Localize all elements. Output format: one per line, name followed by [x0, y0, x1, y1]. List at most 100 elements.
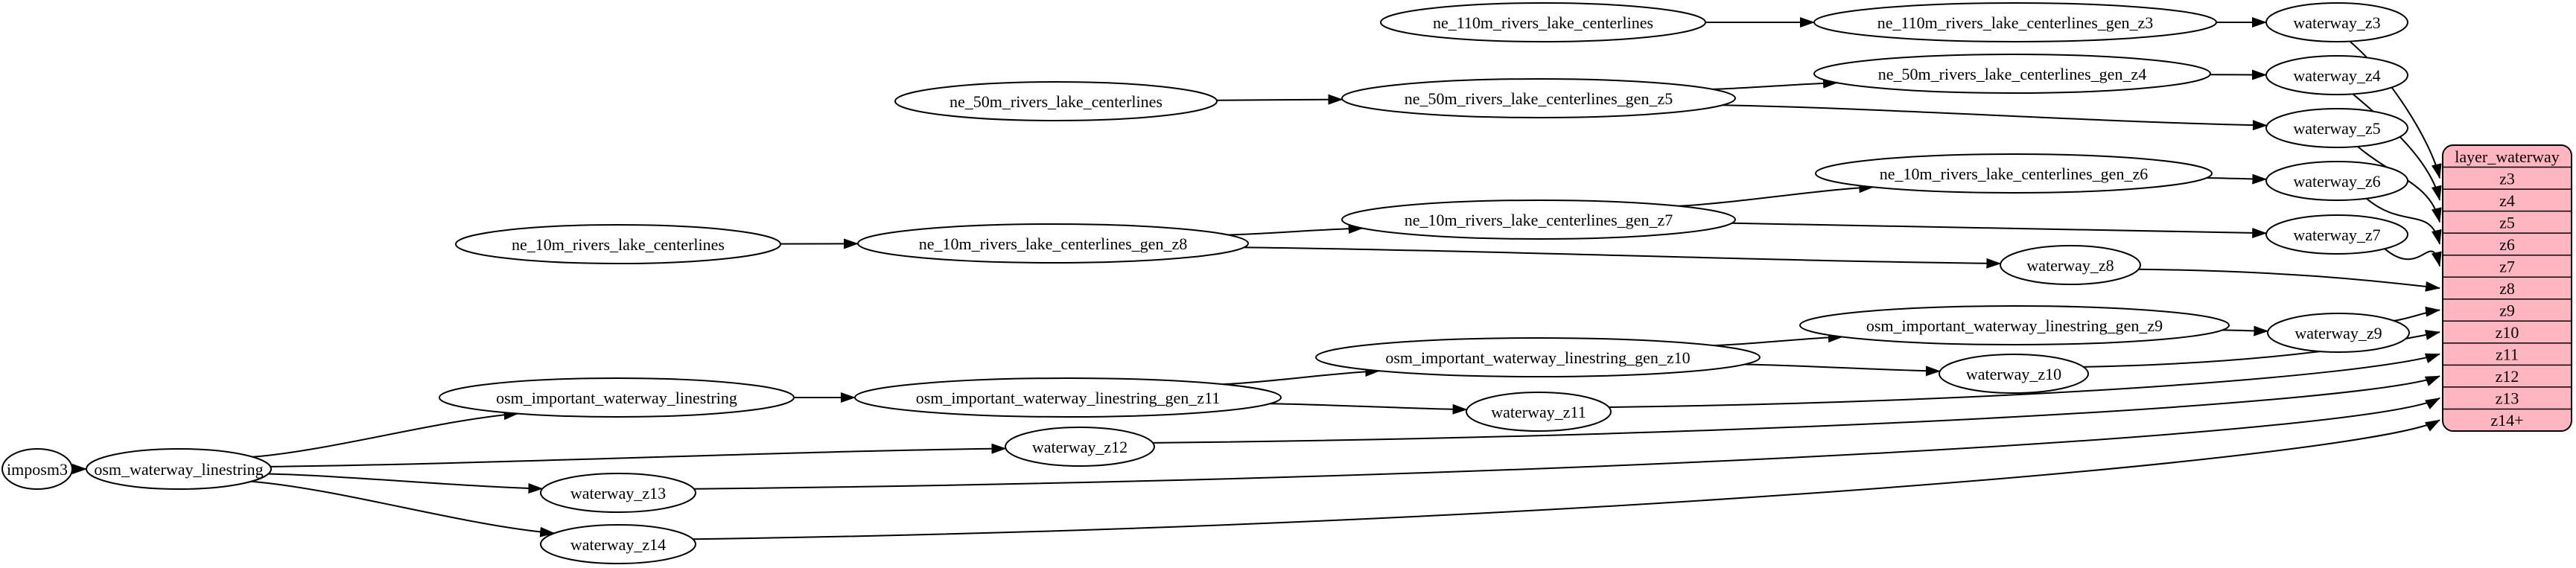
node-osm-important-waterway-linestring-gen-z9: osm_important_waterway_linestring_gen_z9	[1799, 305, 2230, 345]
edge-waterway_z13-to-layer-waterway-z13	[693, 397, 2440, 490]
node-label: waterway_z14	[570, 535, 666, 554]
node-ellipse	[1, 448, 73, 490]
table-row-z11: z11	[2496, 345, 2519, 364]
node-waterway-z4: waterway_z4	[2265, 55, 2408, 95]
table-background	[2442, 144, 2572, 432]
node-ellipse	[540, 473, 696, 513]
edge-waterway_z8-to-layer-waterway-z8	[2138, 268, 2440, 292]
node-ellipse	[1815, 153, 2213, 194]
edge-osm_important_waterway_linestring_gen_z9-to-waterway_z9	[2222, 325, 2269, 336]
table-row-z7: z7	[2499, 257, 2515, 275]
edge-ne_10m_rivers_lake_centerlines_gen_z6-to-waterway_z6	[2206, 173, 2268, 185]
edge-osm_waterway_linestring-to-waterway_z14	[251, 480, 556, 537]
node-ellipse	[2267, 313, 2410, 353]
node-ellipse	[1380, 2, 1706, 42]
edge-osm_waterway_linestring-to-waterway_z13	[268, 473, 544, 494]
node-ellipse	[1341, 78, 1736, 118]
node-layer: imposm3 osm_waterway_linestring ne_110m_ri…	[1, 2, 2410, 564]
node-ne-10m-rivers-lake-centerlines-gen-z8: ne_10m_rivers_lake_centerlines_gen_z8	[857, 223, 1249, 264]
node-ellipse	[2265, 2, 2408, 42]
node-label: osm_important_waterway_linestring_gen_z9	[1866, 316, 2163, 335]
node-label: ne_50m_rivers_lake_centerlines	[950, 92, 1163, 111]
node-ellipse	[439, 377, 795, 418]
node-waterway-z13: waterway_z13	[540, 473, 696, 513]
edge-waterway_z3-to-layer-waterway-z3	[2349, 40, 2442, 179]
table-row-z14plus: z14+	[2490, 411, 2523, 430]
node-ellipse	[86, 448, 272, 490]
node-ne-50m-rivers-lake-centerlines-gen-z5: ne_50m_rivers_lake_centerlines_gen_z5	[1341, 78, 1736, 118]
edge-waterway_z6-to-layer-waterway-z6	[2365, 197, 2442, 245]
node-ellipse	[2265, 55, 2408, 95]
edge-osm_important_waterway_linestring_gen_z11-to-waterway_z11	[1270, 403, 1468, 415]
table-title: layer_waterway	[2455, 147, 2559, 166]
node-label: waterway_z13	[570, 484, 666, 502]
node-label: ne_110m_rivers_lake_centerlines	[1433, 13, 1653, 32]
node-label: ne_50m_rivers_lake_centerlines_gen_z5	[1405, 89, 1673, 108]
node-label: ne_10m_rivers_lake_centerlines_gen_z6	[1880, 165, 2148, 183]
edge-osm_waterway_linestring-to-osm_important_waterway_linestring	[252, 409, 519, 458]
edge-osm_important_waterway_linestring_gen_z10-to-osm_important_waterway_linestring_gen_z9	[1714, 332, 1843, 347]
node-label: waterway_z11	[1491, 403, 1586, 421]
node-ellipse	[1315, 337, 1761, 377]
edge-ne_10m_rivers_lake_centerlines_gen_z7-to-waterway_z7	[1731, 222, 2268, 239]
edge-waterway_z14-to-layer-waterway-z14+	[693, 419, 2440, 540]
node-ellipse	[1813, 2, 2217, 42]
node-waterway-z5: waterway_z5	[2265, 108, 2408, 148]
edge-waterway_z4-to-layer-waterway-z4	[2352, 93, 2442, 201]
edge-layer	[72, 17, 2442, 540]
table-row-z3: z3	[2499, 169, 2515, 188]
node-osm-important-waterway-linestring-gen-z11: osm_important_waterway_linestring_gen_z1…	[854, 377, 1282, 418]
node-ellipse	[854, 377, 1282, 418]
node-waterway-z11: waterway_z11	[1466, 392, 1612, 432]
node-ne-10m-rivers-lake-centerlines-gen-z7: ne_10m_rivers_lake_centerlines_gen_z7	[1341, 200, 1736, 240]
node-ne-50m-rivers-lake-centerlines: ne_50m_rivers_lake_centerlines	[894, 81, 1218, 121]
edge-ne_10m_rivers_lake_centerlines_gen_z7-to-ne_10m_rivers_lake_centerlines_gen_z6	[1678, 182, 1874, 207]
node-label: waterway_z12	[1032, 438, 1128, 456]
edge-ne_50m_rivers_lake_centerlines_gen_z5-to-waterway_z5	[1722, 104, 2268, 131]
edge-osm_important_waterway_linestring_gen_z11-to-osm_important_waterway_linestring_gen_z10	[1223, 366, 1381, 386]
table-row-z13: z13	[2496, 389, 2519, 408]
node-ne-50m-rivers-lake-centerlines-gen-z4: ne_50m_rivers_lake_centerlines_gen_z4	[1813, 54, 2211, 94]
node-waterway-z3: waterway_z3	[2265, 2, 2408, 42]
node-osm-waterway-linestring: osm_waterway_linestring	[86, 448, 272, 490]
node-label: waterway_z5	[2293, 119, 2380, 138]
node-label: waterway_z10	[1966, 365, 2061, 383]
node-label: osm_waterway_linestring	[94, 460, 263, 479]
node-ellipse	[1341, 200, 1736, 240]
edge-waterway_z11-to-layer-waterway-z11	[1609, 353, 2440, 408]
node-label: ne_50m_rivers_lake_centerlines_gen_z4	[1878, 65, 2146, 83]
node-ne-110m-rivers-lake-centerlines: ne_110m_rivers_lake_centerlines	[1380, 2, 1706, 42]
node-ne-10m-rivers-lake-centerlines: ne_10m_rivers_lake_centerlines	[455, 224, 781, 264]
node-ellipse	[857, 223, 1249, 264]
node-label: waterway_z3	[2293, 13, 2380, 32]
edge-ne_10m_rivers_lake_centerlines_gen_z8-to-ne_10m_rivers_lake_centerlines_gen_z7	[1227, 223, 1364, 236]
edge-ne_10m_rivers_lake_centerlines_gen_z8-to-waterway_z8	[1244, 246, 2002, 269]
node-ellipse	[1939, 354, 2089, 394]
table-row-z9: z9	[2499, 301, 2515, 320]
node-waterway-z6: waterway_z6	[2265, 161, 2408, 201]
edge-osm_important_waterway_linestring_gen_z10-to-waterway_z10	[1744, 363, 1941, 377]
node-ellipse	[2265, 161, 2408, 201]
node-waterway-z10: waterway_z10	[1939, 354, 2089, 394]
edge-waterway_z10-to-layer-waterway-z10	[2083, 330, 2440, 368]
node-ne-10m-rivers-lake-centerlines-gen-z6: ne_10m_rivers_lake_centerlines_gen_z6	[1815, 153, 2213, 194]
node-ellipse	[2000, 245, 2141, 285]
node-ellipse	[1005, 427, 1155, 467]
node-label: osm_important_waterway_linestring_gen_z1…	[916, 389, 1221, 407]
node-label: waterway_z6	[2293, 172, 2380, 191]
edge-ne_50m_rivers_lake_centerlines_gen_z5-to-ne_50m_rivers_lake_centerlines_gen_z4	[1712, 77, 1839, 90]
node-label: waterway_z7	[2293, 226, 2380, 244]
node-label: ne_10m_rivers_lake_centerlines_gen_z8	[919, 234, 1187, 253]
node-waterway-z14: waterway_z14	[540, 524, 696, 564]
node-ellipse	[894, 81, 1218, 121]
node-label: osm_important_waterway_linestring	[496, 389, 737, 407]
node-label: ne_110m_rivers_lake_centerlines_gen_z3	[1877, 13, 2154, 32]
node-imposm3: imposm3	[1, 448, 73, 490]
node-ellipse	[1799, 305, 2230, 345]
table-layer-waterway: layer_waterwayz3z4z5z6z7z8z9z10z11z12z13…	[2442, 144, 2572, 432]
node-label: osm_important_waterway_linestring_gen_z1…	[1385, 348, 1690, 367]
node-ellipse	[1466, 392, 1612, 432]
table-row-z8: z8	[2499, 279, 2515, 298]
